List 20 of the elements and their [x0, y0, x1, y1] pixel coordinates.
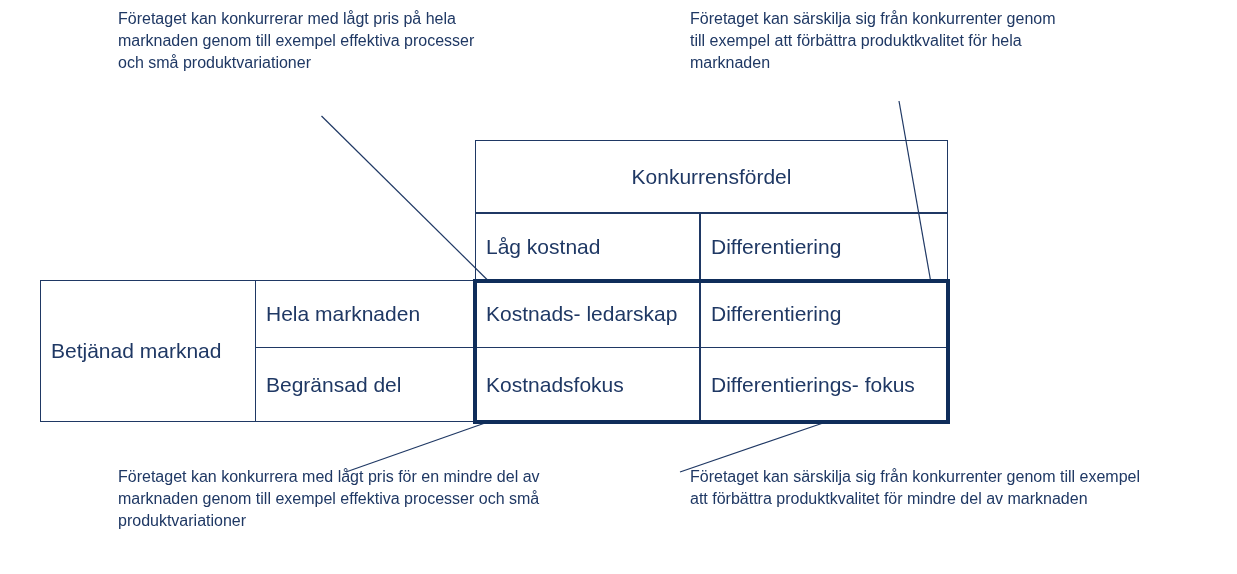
callout-text: Företaget kan särskilja sig från konkurrenter genom till exempel att förbättra produktkvalitet för mindre del av marknaden [690, 466, 1140, 574]
callout-text: Företaget kan konkurrera med lågt pris för en mindre del av marknaden genom till exempel effektiva processer och små produktvariationer [118, 466, 548, 574]
cell-text: Differentiering [711, 302, 842, 326]
cell-text: Betjänad marknad [51, 339, 222, 363]
cell-text: Konkurrensfördel [631, 164, 792, 189]
cell-text: Kostnads- ledarskap [486, 302, 678, 326]
table-cell [700, 213, 948, 280]
leader-line [898, 100, 932, 282]
cell-text: Begränsad del [266, 372, 402, 397]
table-cell [40, 280, 256, 422]
table-cell [475, 213, 700, 280]
cell-text: Differentiering [711, 234, 842, 259]
cell-text: Differentierings- fokus [711, 372, 915, 397]
cell-text: Kostnadsfokus [486, 372, 624, 397]
cell-text: Låg kostnad [486, 234, 601, 259]
table-cell [475, 140, 948, 213]
callout-text: Företaget kan konkurrerar med lågt pris på hela marknaden genom till exempel effektiva processer och små produktvariationer [118, 8, 488, 118]
cell-text: Hela marknaden [266, 302, 421, 326]
leader-line [320, 115, 490, 282]
callout-text: Företaget kan särskilja sig från konkurrenter genom till exempel att förbättra produktkvalitet för hela marknaden [690, 8, 1070, 103]
